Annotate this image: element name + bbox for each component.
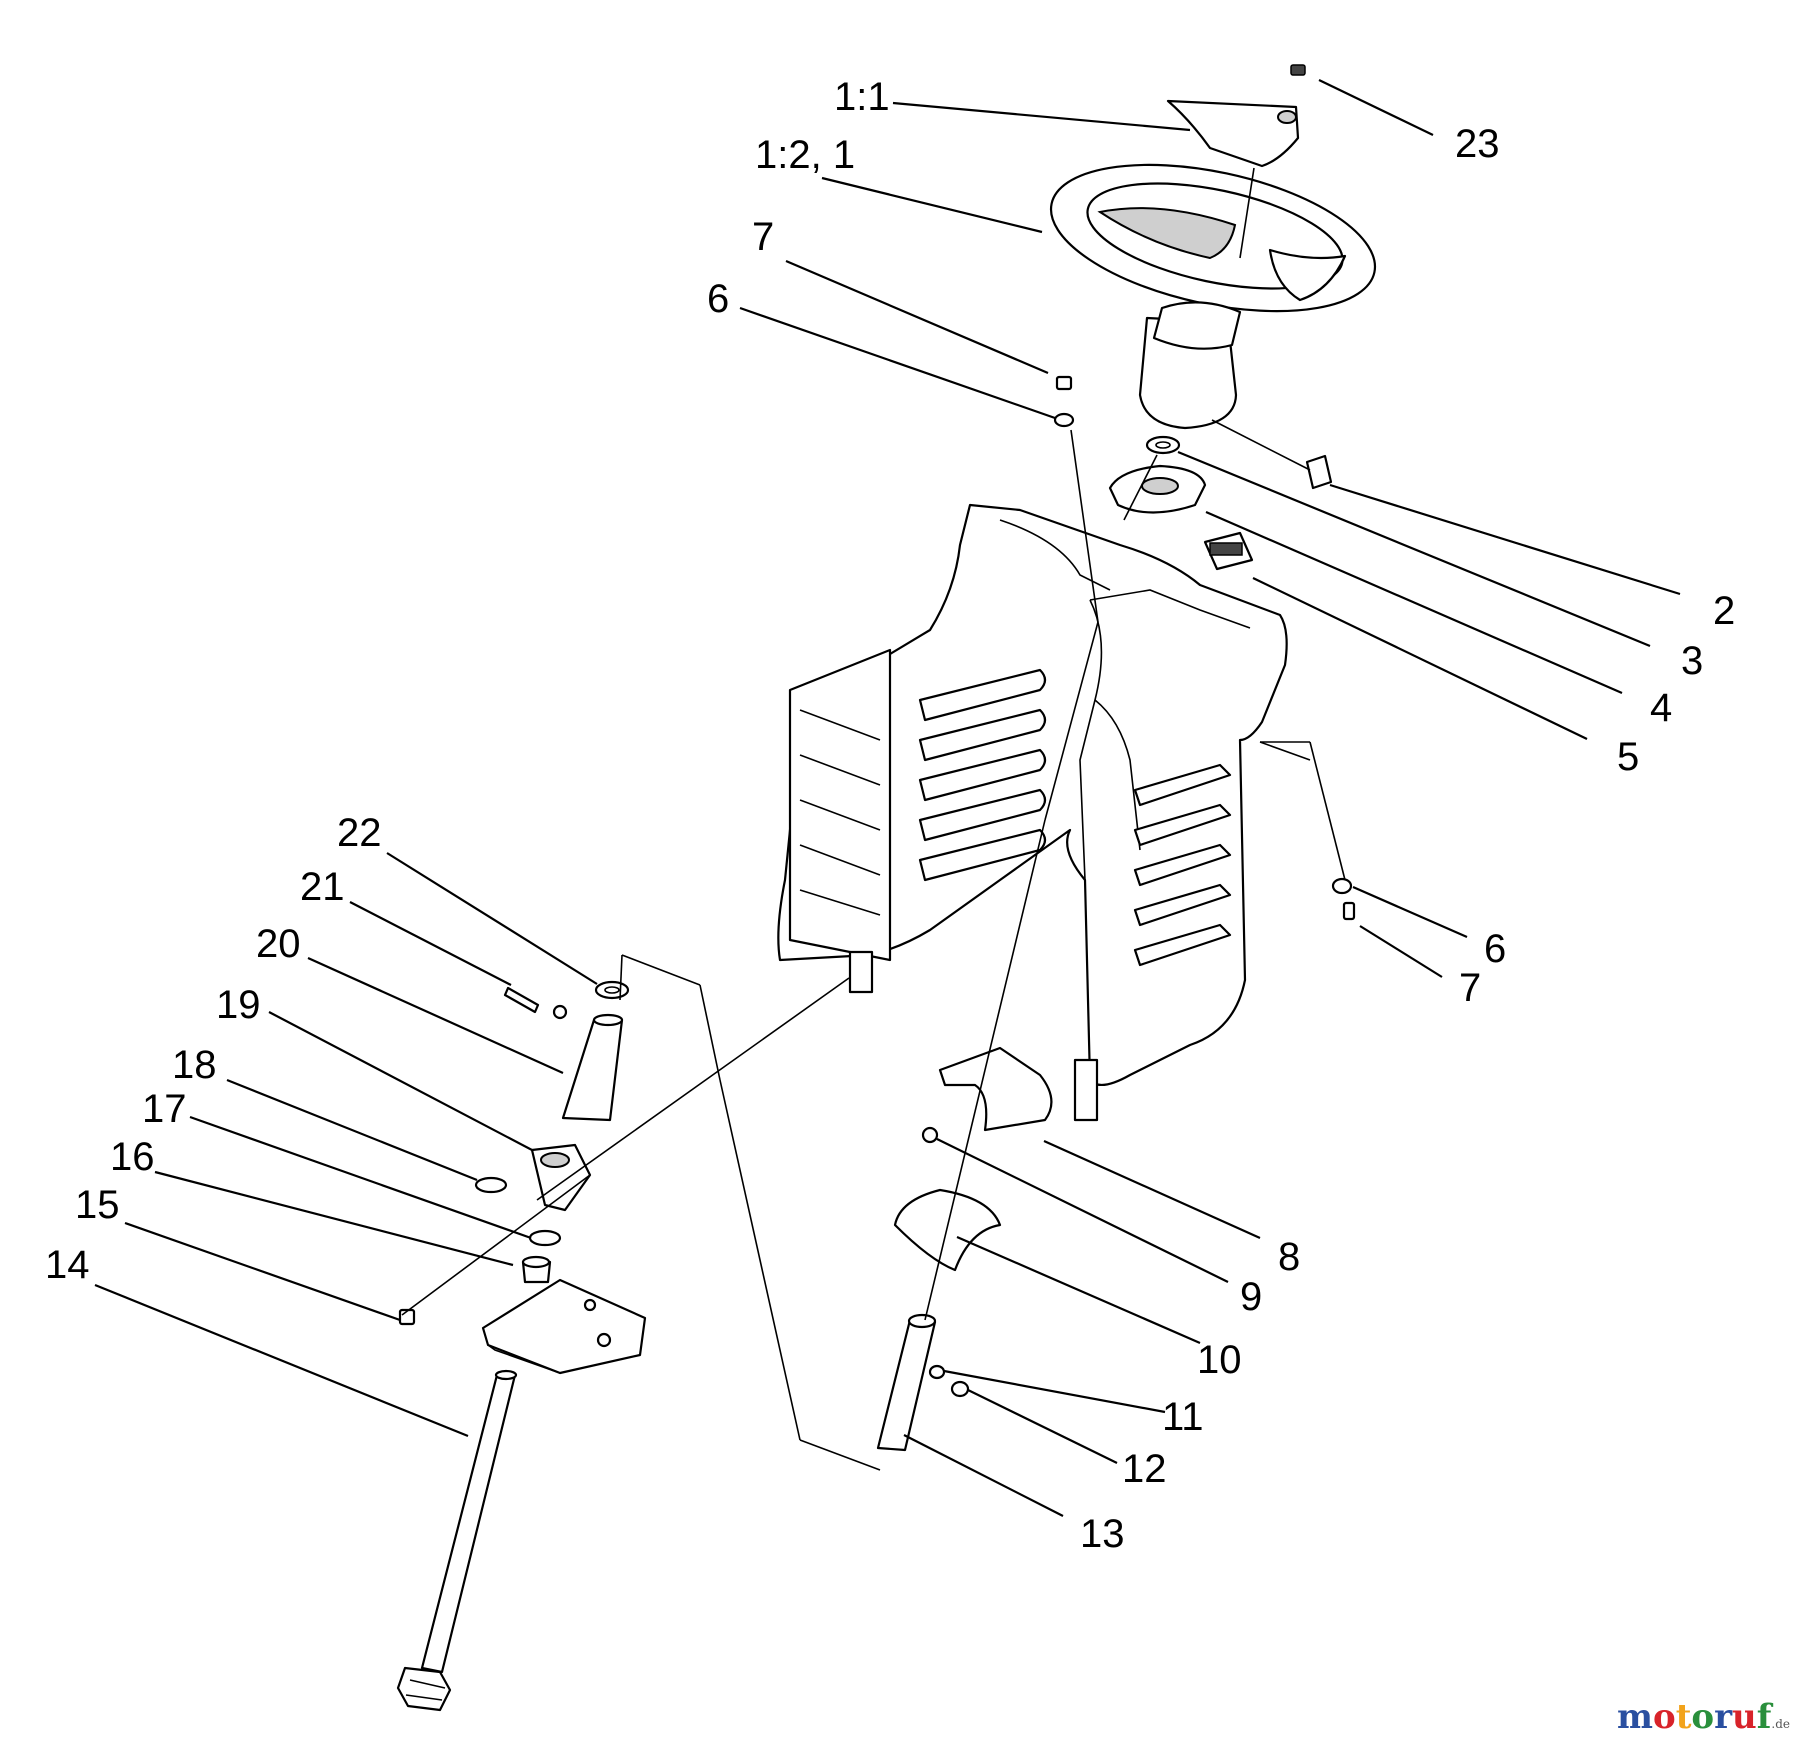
- vent-louvers-left: [799, 709, 881, 916]
- callout-1-2-1: 1:2, 1: [755, 133, 855, 177]
- callout-3: 3: [1681, 639, 1703, 683]
- motoruf-logo: motoruf.de: [1617, 1697, 1790, 1737]
- washer-18: [474, 1176, 508, 1194]
- sleeve-13: [876, 1313, 937, 1452]
- callout-18: 18: [172, 1043, 217, 1087]
- washer-22: [594, 980, 630, 1000]
- callout-10: 10: [1197, 1338, 1242, 1382]
- callout-1-1: 1:1: [834, 75, 890, 119]
- callout-15: 15: [75, 1183, 120, 1227]
- steering-shaft-14: [396, 1369, 518, 1712]
- callout-16: 16: [110, 1135, 155, 1179]
- screw-7-right: [1342, 901, 1356, 921]
- callout-labels: 1:1 1:2, 1 23 7 6 2 3 4 5 6 7 22 21 20 1…: [45, 75, 1735, 1556]
- foot-left: [848, 950, 874, 994]
- steering-wheel-cap: [1166, 99, 1300, 168]
- callout-5: 5: [1617, 735, 1639, 779]
- tube-20: [561, 1013, 624, 1122]
- callout-2: 2: [1713, 589, 1735, 633]
- shield-10: [893, 1188, 1002, 1272]
- panel-ribs: [918, 668, 1232, 967]
- nut-12: [950, 1380, 970, 1398]
- screw-7-top: [1055, 375, 1073, 391]
- callout-14: 14: [45, 1243, 90, 1287]
- dash-panel: [777, 503, 1288, 1122]
- washer-11: [928, 1364, 946, 1380]
- callout-17: 17: [142, 1087, 187, 1131]
- callout-20: 20: [256, 922, 301, 966]
- bushing-16: [521, 1255, 552, 1284]
- callout-22: 22: [337, 811, 382, 855]
- callout-9: 9: [1240, 1275, 1262, 1319]
- washer-17: [528, 1229, 562, 1247]
- callout-6-right: 6: [1484, 927, 1506, 971]
- mounting-plate: [481, 1278, 647, 1375]
- callout-7-top: 7: [752, 215, 774, 259]
- bolt-21: [503, 986, 568, 1020]
- bracket-8: [938, 1046, 1053, 1132]
- callout-19: 19: [216, 983, 261, 1027]
- washer-3: [1145, 435, 1181, 455]
- callout-21: 21: [300, 865, 345, 909]
- leader-lines: [94, 79, 1681, 1517]
- assembly-lines: [401, 429, 1346, 1471]
- steering-wheel: [1049, 163, 1377, 430]
- callout-11: 11: [1162, 1395, 1204, 1439]
- switch-5: [1203, 531, 1254, 571]
- callout-7-right: 7: [1459, 966, 1481, 1010]
- callout-12: 12: [1122, 1447, 1167, 1491]
- bushing-4: [1108, 464, 1207, 514]
- screw-23: [1290, 64, 1306, 76]
- foot-right: [1073, 1058, 1099, 1122]
- callout-4: 4: [1650, 686, 1672, 730]
- callout-8: 8: [1278, 1235, 1300, 1279]
- callout-23: 23: [1455, 122, 1500, 166]
- washer-6-top: [1053, 412, 1075, 428]
- nut-9: [921, 1126, 939, 1144]
- bearing-housing-19: [530, 1143, 592, 1212]
- callout-6-top: 6: [707, 277, 729, 321]
- roll-pin-2: [1211, 419, 1333, 490]
- callout-13: 13: [1080, 1512, 1125, 1556]
- washer-6-right: [1331, 877, 1353, 895]
